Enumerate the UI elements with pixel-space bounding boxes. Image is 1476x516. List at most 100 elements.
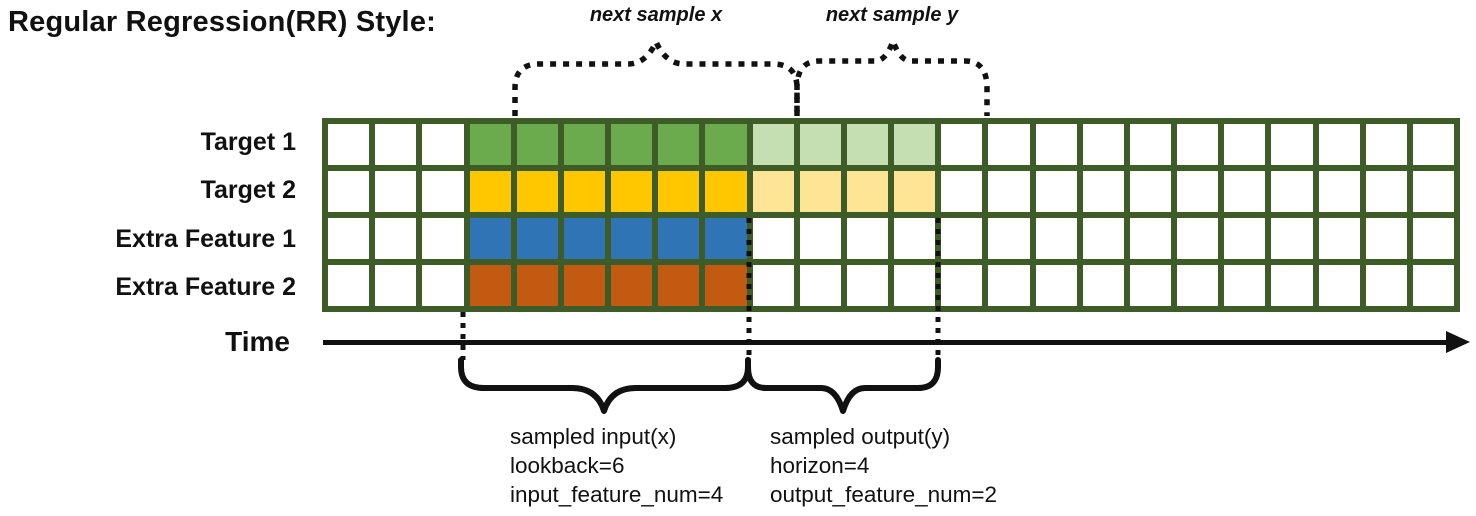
grid-cell [563, 171, 605, 212]
grid-cell [1271, 218, 1313, 259]
grid-cell [1129, 124, 1171, 165]
sampled-input-text: sampled input(x) lookback=6 input_featur… [510, 422, 723, 509]
grid-cell [469, 218, 511, 259]
grid-cell [469, 124, 511, 165]
sampled-output-line-2: horizon=4 [770, 453, 870, 478]
grid-cell [846, 218, 888, 259]
row-label-extra-feature-2: Extra Feature 2 [115, 273, 296, 302]
grid-cell [1082, 171, 1124, 212]
grid-cell [1412, 124, 1454, 165]
grid-cell [611, 124, 653, 165]
grid-cell [658, 265, 700, 306]
grid-cell [422, 218, 464, 259]
sampled-input-line-1: sampled input(x) [510, 424, 677, 449]
grid-cell [941, 124, 983, 165]
next-sample-x-brace [512, 35, 800, 116]
grid-cell [799, 124, 841, 165]
grid-cell [1129, 218, 1171, 259]
grid-cell [375, 171, 417, 212]
grid-cell [328, 218, 370, 259]
grid-cell [516, 218, 558, 259]
grid-cell [799, 265, 841, 306]
grid-cell [328, 171, 370, 212]
grid-cell [1224, 124, 1266, 165]
grid-cell [1318, 171, 1360, 212]
grid-cell [941, 218, 983, 259]
grid-cell [894, 124, 936, 165]
grid-cell [611, 265, 653, 306]
grid-cell [846, 124, 888, 165]
grid-cell [422, 265, 464, 306]
grid-cell [705, 218, 747, 259]
grid-cell [1271, 171, 1313, 212]
grid-cell [469, 171, 511, 212]
grid-cell [988, 218, 1030, 259]
grid-cell [611, 218, 653, 259]
grid-cell [1365, 218, 1407, 259]
grid-cell [1412, 265, 1454, 306]
time-axis-label: Time [225, 326, 290, 357]
grid-cell [1271, 124, 1313, 165]
grid-cell [941, 171, 983, 212]
row-labels: Target 1 Target 2 Extra Feature 1 Extra … [0, 118, 308, 312]
grid-cell [988, 265, 1030, 306]
grid-cell [894, 171, 936, 212]
grid-cell [1224, 218, 1266, 259]
row-label-extra-feature-1: Extra Feature 1 [115, 224, 296, 253]
grid-cell [705, 265, 747, 306]
grid-cell [1365, 124, 1407, 165]
grid-cell [799, 171, 841, 212]
grid-cell [1177, 265, 1219, 306]
sampled-output-line-3: output_feature_num=2 [770, 482, 998, 507]
grid-cell [1412, 171, 1454, 212]
row-label-target-1: Target 1 [200, 127, 296, 156]
grid-cell [611, 171, 653, 212]
grid-cell [752, 218, 794, 259]
grid-cell [1271, 265, 1313, 306]
grid-cell [1318, 124, 1360, 165]
grid-cell [894, 218, 936, 259]
time-axis-arrowhead-icon [1446, 331, 1470, 353]
grid-cell [1224, 265, 1266, 306]
next-sample-y-brace [794, 32, 990, 116]
grid-cell [1177, 218, 1219, 259]
grid-cell [1129, 171, 1171, 212]
grid-cell [328, 265, 370, 306]
grid-cell [799, 218, 841, 259]
grid-cell [1177, 171, 1219, 212]
grid-cell [375, 265, 417, 306]
grid-cell [563, 265, 605, 306]
grid-cell [563, 218, 605, 259]
grid-cell [1412, 218, 1454, 259]
grid [322, 118, 1460, 312]
grid-cell [846, 171, 888, 212]
grid-cell [422, 171, 464, 212]
sampled-input-line-3: input_feature_num=4 [510, 482, 724, 507]
grid-cell [752, 171, 794, 212]
grid-cell [988, 171, 1030, 212]
grid-cell [1129, 265, 1171, 306]
grid-cell [894, 265, 936, 306]
time-axis-line [323, 340, 1451, 345]
grid-cell [375, 124, 417, 165]
grid-cell [705, 171, 747, 212]
next-sample-x-label: next sample x [589, 4, 723, 26]
sampled-output-line-1: sampled output(y) [770, 424, 951, 449]
grid-cell [1224, 171, 1266, 212]
sampled-input-brace [458, 357, 751, 414]
diagram-title: Regular Regression(RR) Style: [8, 6, 436, 38]
grid-cell [1082, 218, 1124, 259]
grid-cell [1318, 265, 1360, 306]
sampled-input-line-2: lookback=6 [510, 453, 625, 478]
next-sample-y-label: next sample y [825, 4, 959, 26]
grid-cell [516, 124, 558, 165]
grid-cell [1365, 265, 1407, 306]
grid-cell [1082, 265, 1124, 306]
sampled-output-text: sampled output(y) horizon=4 output_featu… [770, 422, 997, 509]
grid-cell [375, 218, 417, 259]
grid-cell [658, 124, 700, 165]
grid-cell [516, 265, 558, 306]
grid-cell [1318, 218, 1360, 259]
grid-cell [705, 124, 747, 165]
